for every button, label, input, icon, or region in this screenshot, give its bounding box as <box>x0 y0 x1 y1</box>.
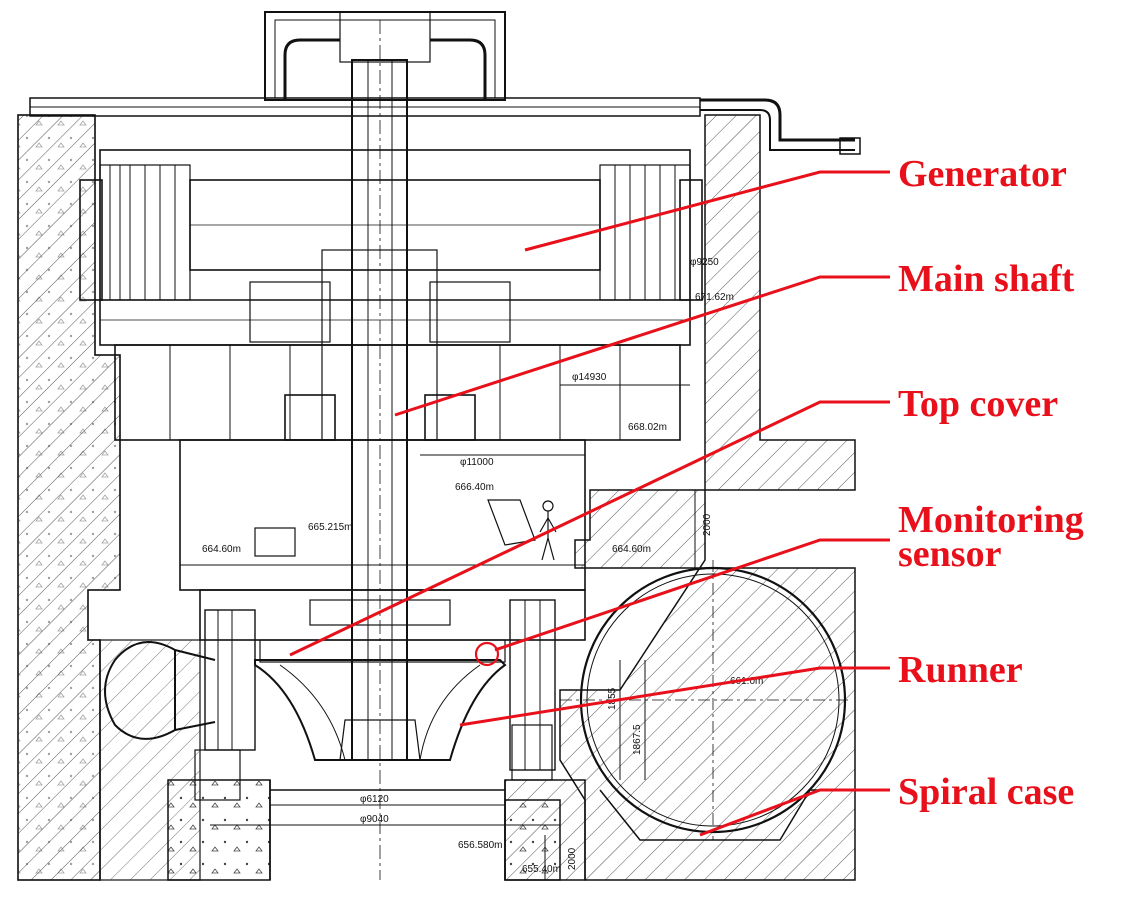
dim-el-655-40: 655.40m <box>522 864 561 875</box>
spiral-case-right <box>509 560 850 840</box>
dim-d11000: φ11000 <box>460 457 494 468</box>
label-runner: Runner <box>898 649 1023 691</box>
dim-el-661-0: 661.0m <box>730 676 763 687</box>
draft-tube <box>269 780 506 880</box>
annotation-labels: Generator Main shaft Top cover Monitorin… <box>898 153 1084 813</box>
runner <box>254 639 507 761</box>
dim-d9250: φ9250 <box>690 257 719 268</box>
label-monitoring-sensor-line1: Monitoring <box>898 499 1084 541</box>
top-deck <box>29 97 861 155</box>
leader-spiral-case <box>699 788 890 837</box>
label-generator: Generator <box>898 153 1067 195</box>
leader-top-cover <box>289 400 890 657</box>
label-top-cover: Top cover <box>898 383 1058 425</box>
label-monitoring-sensor-line2: sensor <box>898 533 1002 575</box>
generator-body <box>79 149 703 441</box>
main-shaft <box>321 20 438 880</box>
dim-el-666-40: 666.40m <box>455 482 494 493</box>
leader-runner <box>459 666 890 727</box>
dim-el-671-62: 671.62m <box>695 292 734 303</box>
dim-v1855: 1855 <box>607 687 618 710</box>
leader-main-shaft <box>394 275 890 417</box>
exciter-housing <box>264 11 506 101</box>
label-spiral-case: Spiral case <box>898 771 1074 813</box>
concrete-foundation <box>17 114 856 881</box>
sensor-highlight-circle <box>474 641 500 667</box>
dim-d6120: φ6120 <box>360 794 389 805</box>
dim-el-656-580: 656.580m <box>458 840 502 851</box>
dim-el-664-60-right: 664.60m <box>612 544 651 555</box>
dim-el-665-215: 665.215m <box>308 522 352 533</box>
dim-el-668-02: 668.02m <box>628 422 667 433</box>
leader-generator <box>524 170 890 252</box>
dim-d9040: φ9040 <box>360 814 389 825</box>
dim-v1867-5: 1867.5 <box>632 724 643 755</box>
leader-monitoring-sensor <box>494 538 890 652</box>
dimension-lines <box>210 384 696 880</box>
spiral-case-left <box>104 609 256 801</box>
human-figure <box>539 500 557 561</box>
dim-v2000-top: 2000 <box>702 513 713 536</box>
label-main-shaft: Main shaft <box>898 258 1075 300</box>
annotation-leaders <box>289 170 890 837</box>
dimension-labels: φ9250 671.62m φ14930 668.02m φ11000 666.… <box>202 257 763 875</box>
dim-d14930: φ14930 <box>572 372 607 383</box>
dim-el-664-60-left: 664.60m <box>202 544 241 555</box>
dim-v2000-bottom: 2000 <box>567 847 578 870</box>
